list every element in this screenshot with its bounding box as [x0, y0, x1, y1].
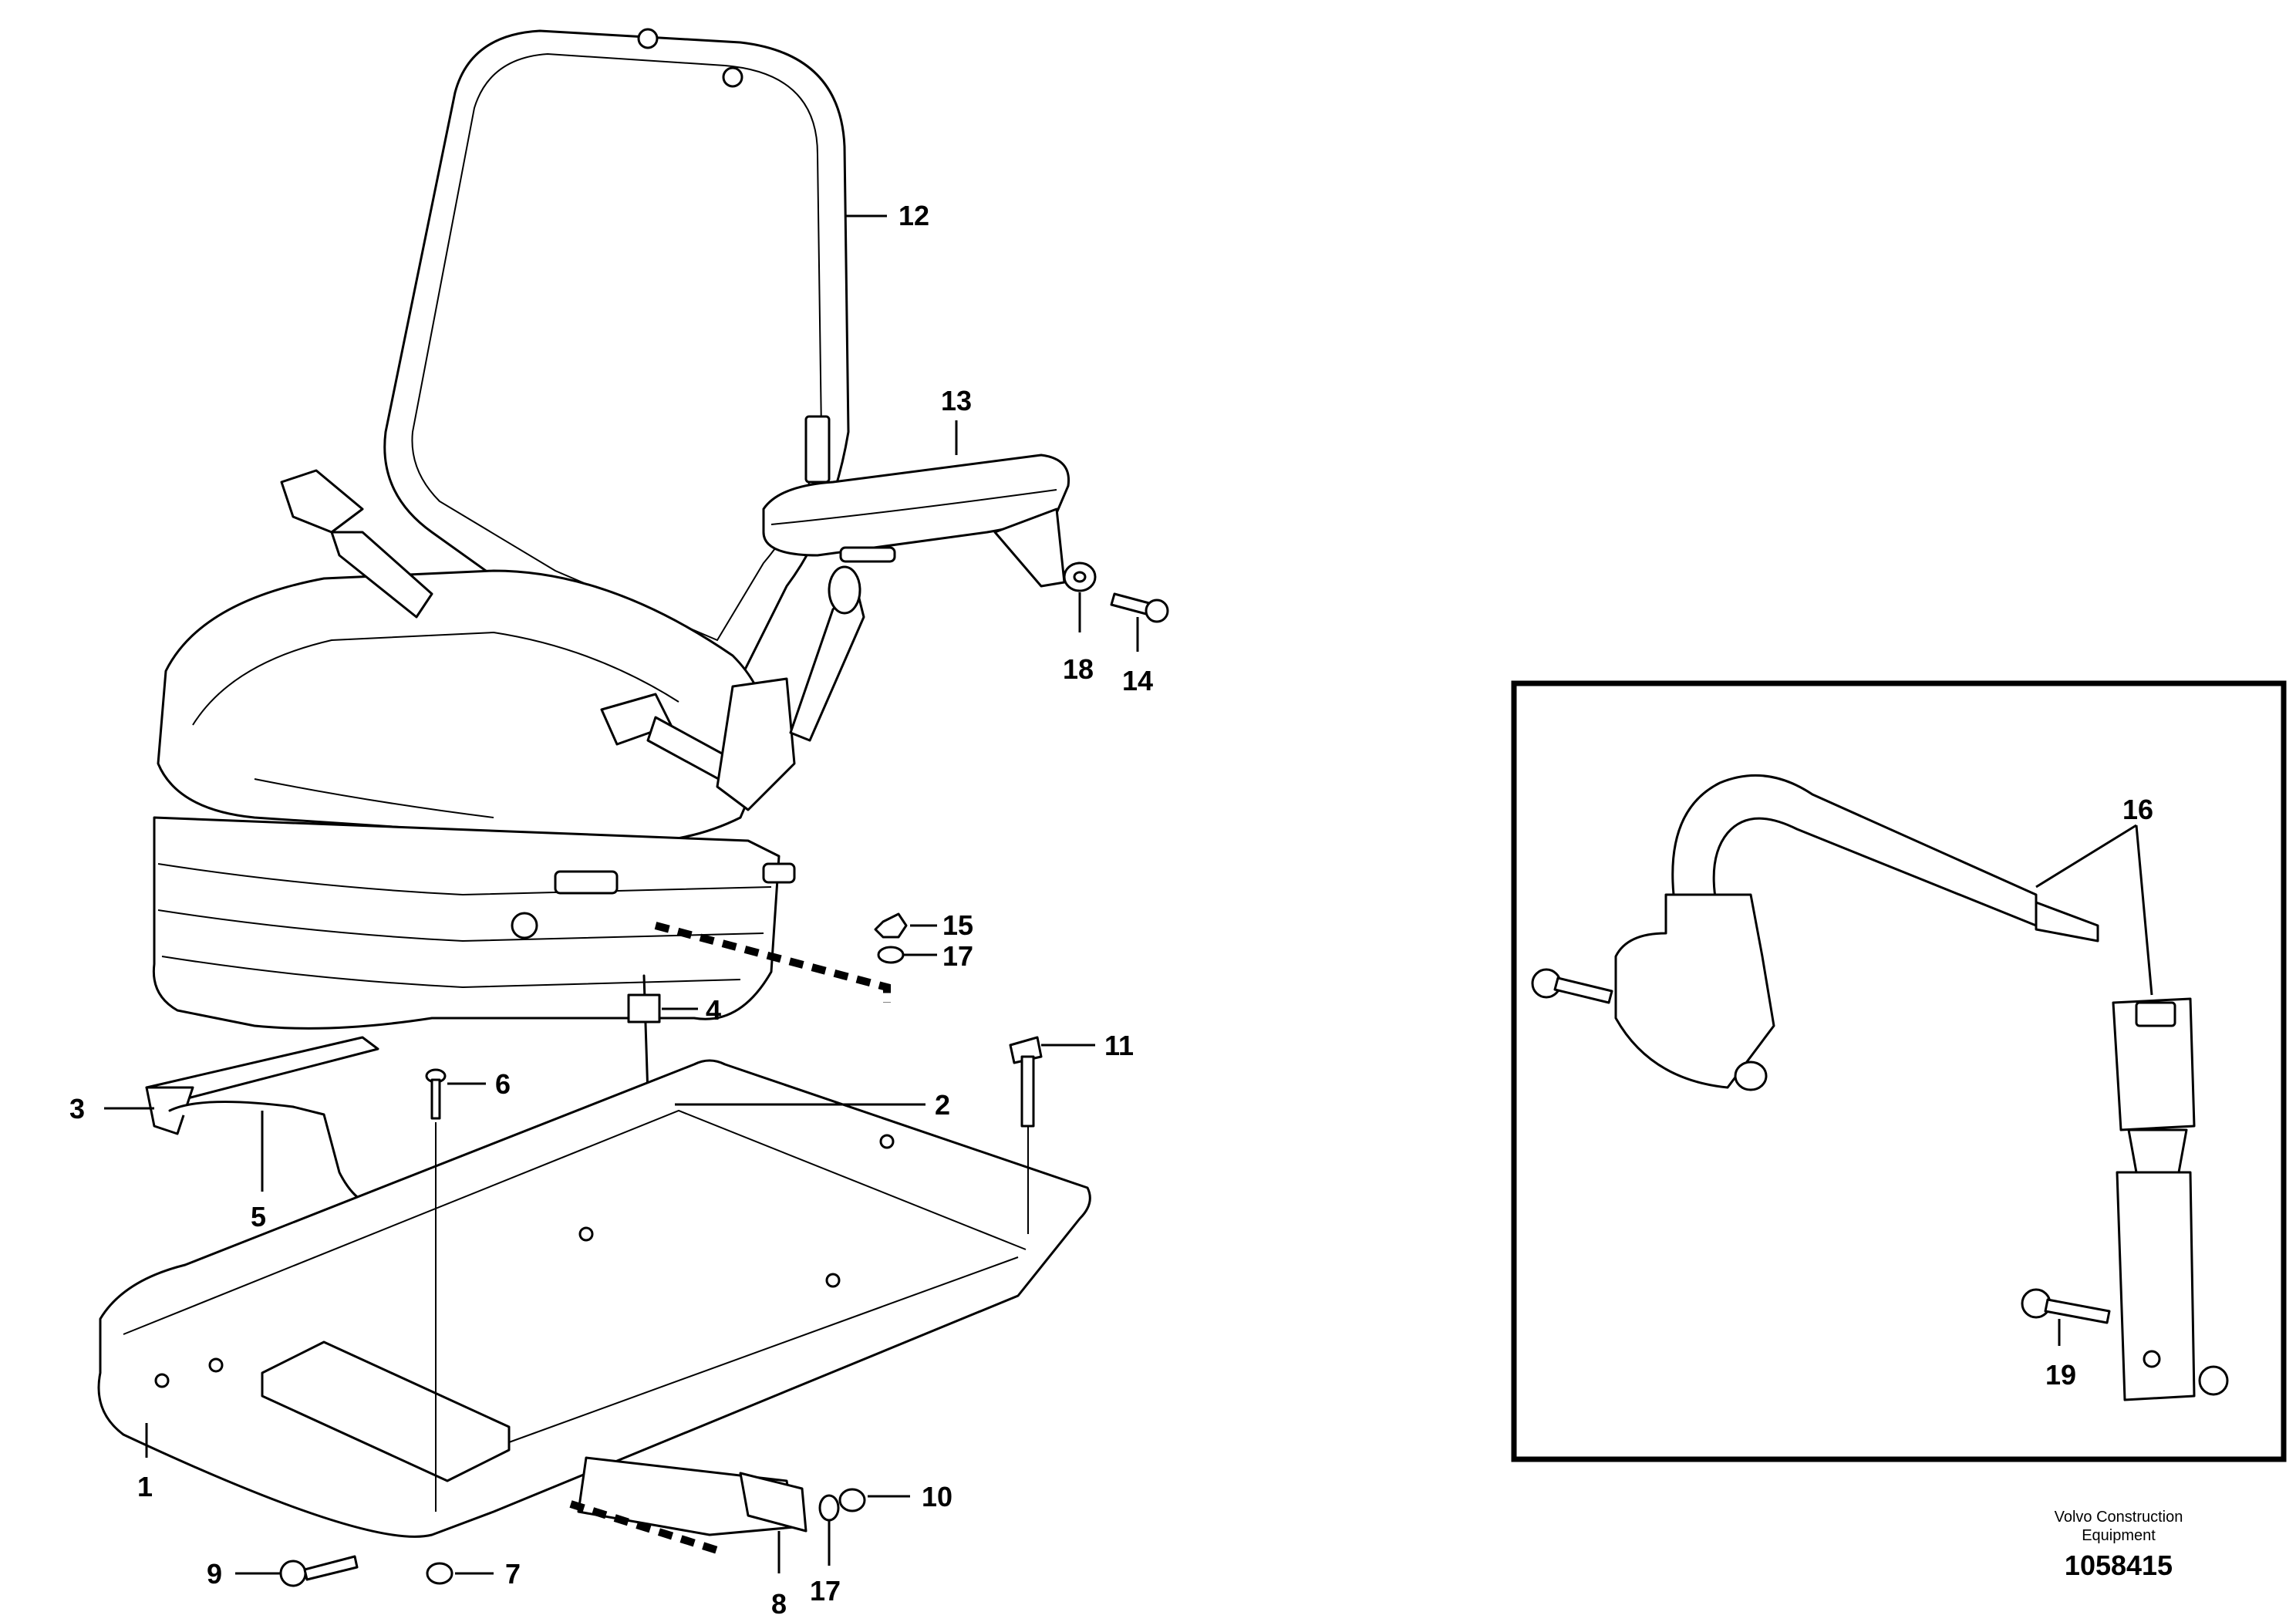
leader-16a [2035, 824, 2137, 889]
callout-1: 1 [137, 1471, 153, 1502]
company-name-line2: Equipment [2082, 1527, 2156, 1544]
drawing-number: 1058415 [2064, 1549, 2173, 1581]
armrest-bolt [1110, 592, 1169, 623]
suspension-base [152, 816, 796, 1030]
leader-lines [104, 214, 2153, 1575]
callout-15: 15 [942, 909, 973, 941]
callout-5: 5 [251, 1201, 266, 1233]
callout-19: 19 [2045, 1359, 2076, 1391]
callout-3: 3 [69, 1093, 85, 1125]
company-name-line1: Volvo Construction [2054, 1509, 2183, 1526]
callout-17-lower: 17 [810, 1575, 841, 1607]
callout-4: 4 [706, 994, 721, 1026]
callout-11: 11 [1104, 1030, 1134, 1061]
clip-4 [627, 993, 661, 1023]
nut-15 [874, 912, 908, 939]
right-belt-buckle [600, 565, 865, 811]
callout-18: 18 [1063, 653, 1094, 685]
rail-dashed-line [569, 1500, 719, 1554]
callout-2: 2 [935, 1089, 950, 1121]
bracket-8 [739, 1472, 807, 1533]
armrest-washer [1063, 561, 1097, 592]
callout-17-upper: 17 [942, 940, 973, 972]
callout-8: 8 [771, 1588, 787, 1620]
callout-16: 16 [2122, 794, 2153, 825]
callout-9: 9 [207, 1558, 222, 1590]
callout-labels: 12 13 18 14 15 17 4 11 6 3 2 5 1 10 9 7 … [69, 200, 2153, 1620]
left-belt-anchor [280, 469, 433, 619]
washer-17-lower [818, 1494, 840, 1522]
mounting-plate [97, 1059, 1091, 1538]
callout-14: 14 [1122, 665, 1153, 696]
drawing-footer: Volvo Construction Equipment 1058415 [2003, 1508, 2234, 1582]
bolt-9 [279, 1555, 359, 1587]
nut-7 [426, 1562, 453, 1585]
seatbelt-detail-inset [1511, 680, 2287, 1462]
callout-12: 12 [899, 200, 929, 231]
callout-7: 7 [505, 1558, 521, 1590]
seat-cushion [157, 569, 769, 844]
callout-6: 6 [495, 1068, 511, 1100]
nut-10 [838, 1488, 866, 1512]
backrest [383, 28, 850, 696]
bolt-11 [1009, 1036, 1043, 1234]
callout-13: 13 [941, 385, 972, 416]
leader-16b [2135, 824, 2153, 996]
callout-10: 10 [922, 1481, 952, 1512]
washer-17-upper [877, 946, 905, 964]
bolt-6 [425, 1068, 447, 1512]
